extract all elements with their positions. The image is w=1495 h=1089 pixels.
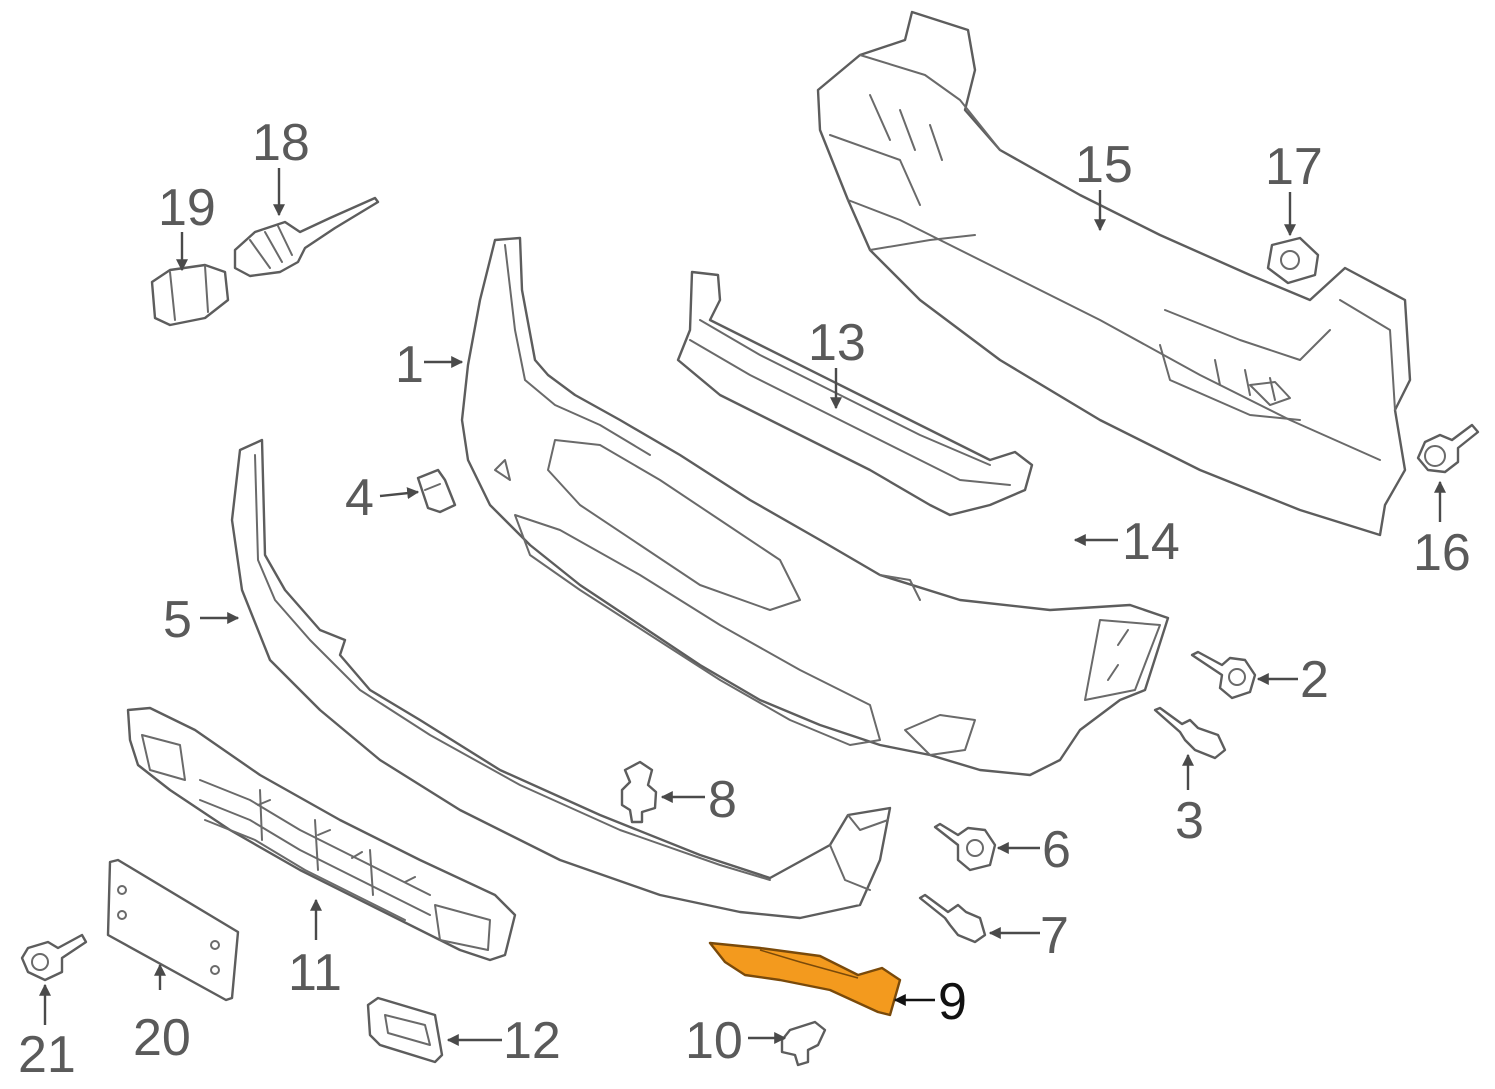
callout-13[interactable]: 13	[808, 314, 866, 372]
part-17-nut[interactable]	[1266, 236, 1320, 285]
callout-20[interactable]: 20	[133, 1009, 191, 1067]
part-7-rivet[interactable]	[918, 893, 987, 944]
part-3-rivet[interactable]	[1153, 706, 1227, 760]
part-8-push-pin[interactable]	[620, 760, 658, 824]
part-21-screw[interactable]	[20, 933, 88, 982]
callout-21[interactable]: 21	[18, 1026, 76, 1084]
part-13-upper-bracket[interactable]	[676, 270, 1034, 517]
part-1-bumper-cover[interactable]	[460, 236, 1170, 777]
part-4-clip[interactable]	[416, 468, 457, 514]
callout-17[interactable]: 17	[1265, 138, 1323, 196]
callout-3[interactable]: 3	[1175, 792, 1204, 850]
part-10-clip[interactable]	[780, 1020, 827, 1067]
callout-2[interactable]: 2	[1300, 651, 1329, 709]
callout-6[interactable]: 6	[1042, 821, 1071, 879]
part-18-sensor[interactable]	[233, 196, 380, 278]
part-19-sensor-holder[interactable]	[150, 263, 230, 327]
callout-16[interactable]: 16	[1413, 524, 1471, 582]
part-16-bolt[interactable]	[1416, 423, 1480, 474]
callout-5[interactable]: 5	[163, 591, 192, 649]
part-20-license-plate-bracket[interactable]	[106, 858, 240, 1002]
callout-1[interactable]: 1	[395, 336, 424, 394]
callout-7[interactable]: 7	[1040, 907, 1069, 965]
callout-8[interactable]: 8	[708, 771, 737, 829]
callout-12[interactable]: 12	[503, 1012, 561, 1070]
callout-18[interactable]: 18	[252, 114, 310, 172]
part-9-air-deflector[interactable]	[708, 941, 902, 1017]
callout-15[interactable]: 15	[1075, 136, 1133, 194]
part-6-bolt[interactable]	[933, 822, 997, 872]
callout-4[interactable]: 4	[345, 469, 374, 527]
callout-14[interactable]: 14	[1122, 513, 1180, 571]
callout-19[interactable]: 19	[158, 179, 216, 237]
part-2-bolt[interactable]	[1190, 650, 1257, 700]
callout-9[interactable]: 9	[938, 973, 967, 1031]
callout-11[interactable]: 11	[288, 944, 342, 1002]
part-5-lower-spoiler[interactable]	[230, 438, 892, 920]
callout-10[interactable]: 10	[685, 1012, 743, 1070]
part-12-trim-insert[interactable]	[366, 996, 444, 1064]
callout-labels: 1 2 3 4 5 6 7 8 9 10 11 12 13 14 15 16 1…	[18, 114, 1471, 1084]
part-15-bumper-reinforcement[interactable]	[816, 10, 1412, 537]
callout-lines	[39, 168, 1446, 1046]
part-11-lower-grille[interactable]	[126, 706, 517, 962]
